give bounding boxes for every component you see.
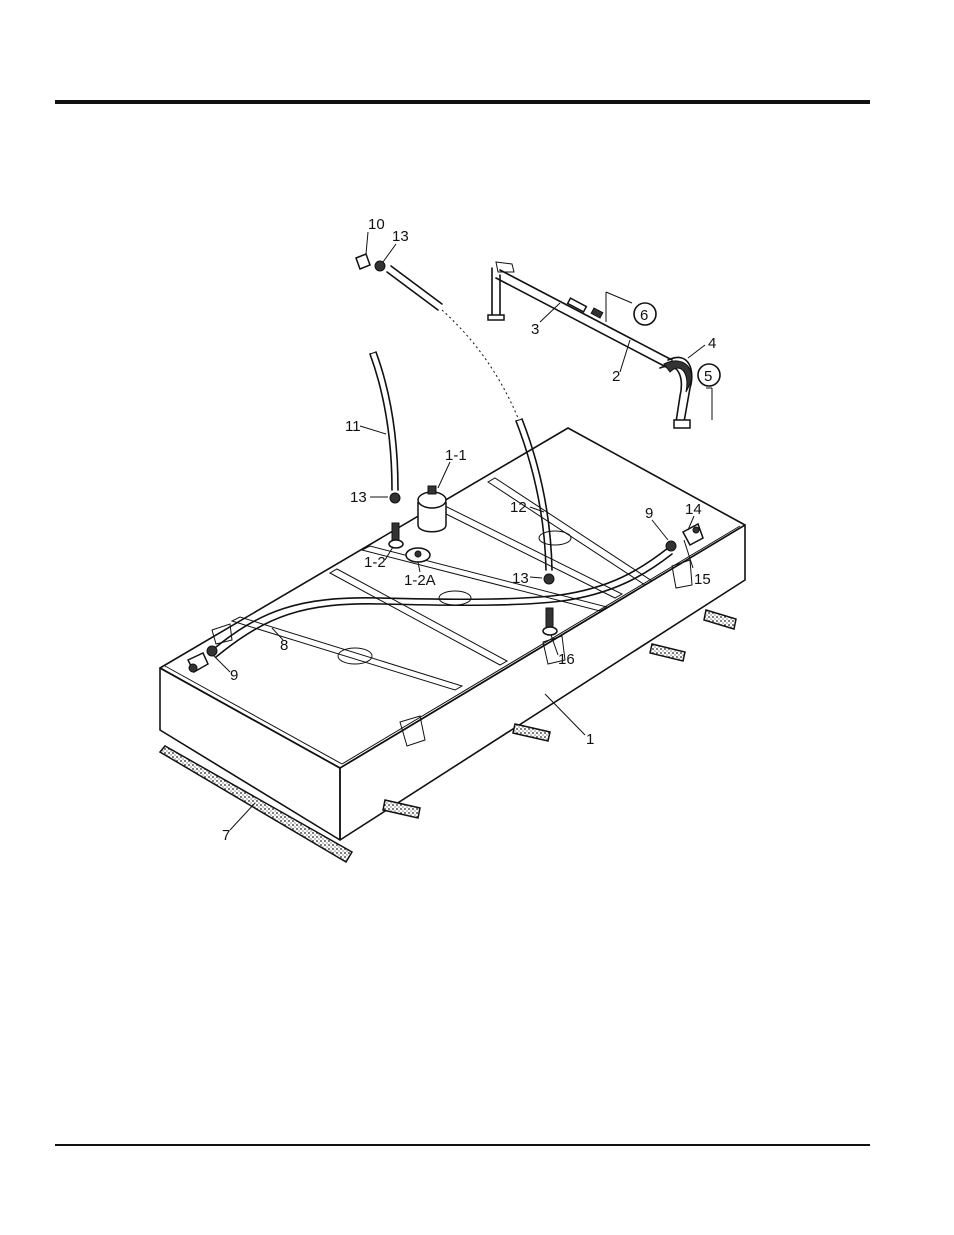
callout-1: 1 [586,731,594,748]
vent-hose [370,352,400,503]
left-fitting [188,646,217,672]
callout-10: 10 [368,216,385,233]
callout-6: 6 [640,307,648,324]
callout-9-right: 9 [645,505,653,522]
tank-mount-strips [383,610,736,818]
callout-1-2a: 1-2A [404,572,436,589]
fuel-filter [418,486,446,532]
callout-9-left: 9 [230,667,238,684]
callout-12: 12 [510,499,527,516]
hold-down-bracket [488,262,692,428]
callout-labels: 10 13 11 1-1 13 1-2 1-2A 12 13 16 8 9 1 … [222,216,720,844]
upper-hose [356,254,518,418]
callout-4: 4 [708,335,716,352]
tank-port-opening [439,591,471,605]
callout-15: 15 [694,571,711,588]
callout-5: 5 [704,368,712,385]
tank-clip [400,716,425,746]
callout-14: 14 [685,501,702,518]
callout-13-left: 13 [350,489,367,506]
callout-13-right: 13 [512,570,529,587]
callout-16: 16 [558,651,575,668]
callout-11: 11 [345,418,361,435]
callout-3: 3 [531,321,539,338]
right-fitting [666,524,703,551]
tank-pad-strip [160,746,352,862]
callout-1-1: 1-1 [445,447,467,464]
sending-unit [406,548,430,562]
callout-2: 2 [612,368,620,385]
callout-13-top: 13 [392,228,409,245]
callout-7: 7 [222,827,230,844]
callout-1-2: 1-2 [364,554,386,571]
tank-clip [672,560,692,588]
callout-8: 8 [280,637,288,654]
return-fitting [543,608,557,635]
